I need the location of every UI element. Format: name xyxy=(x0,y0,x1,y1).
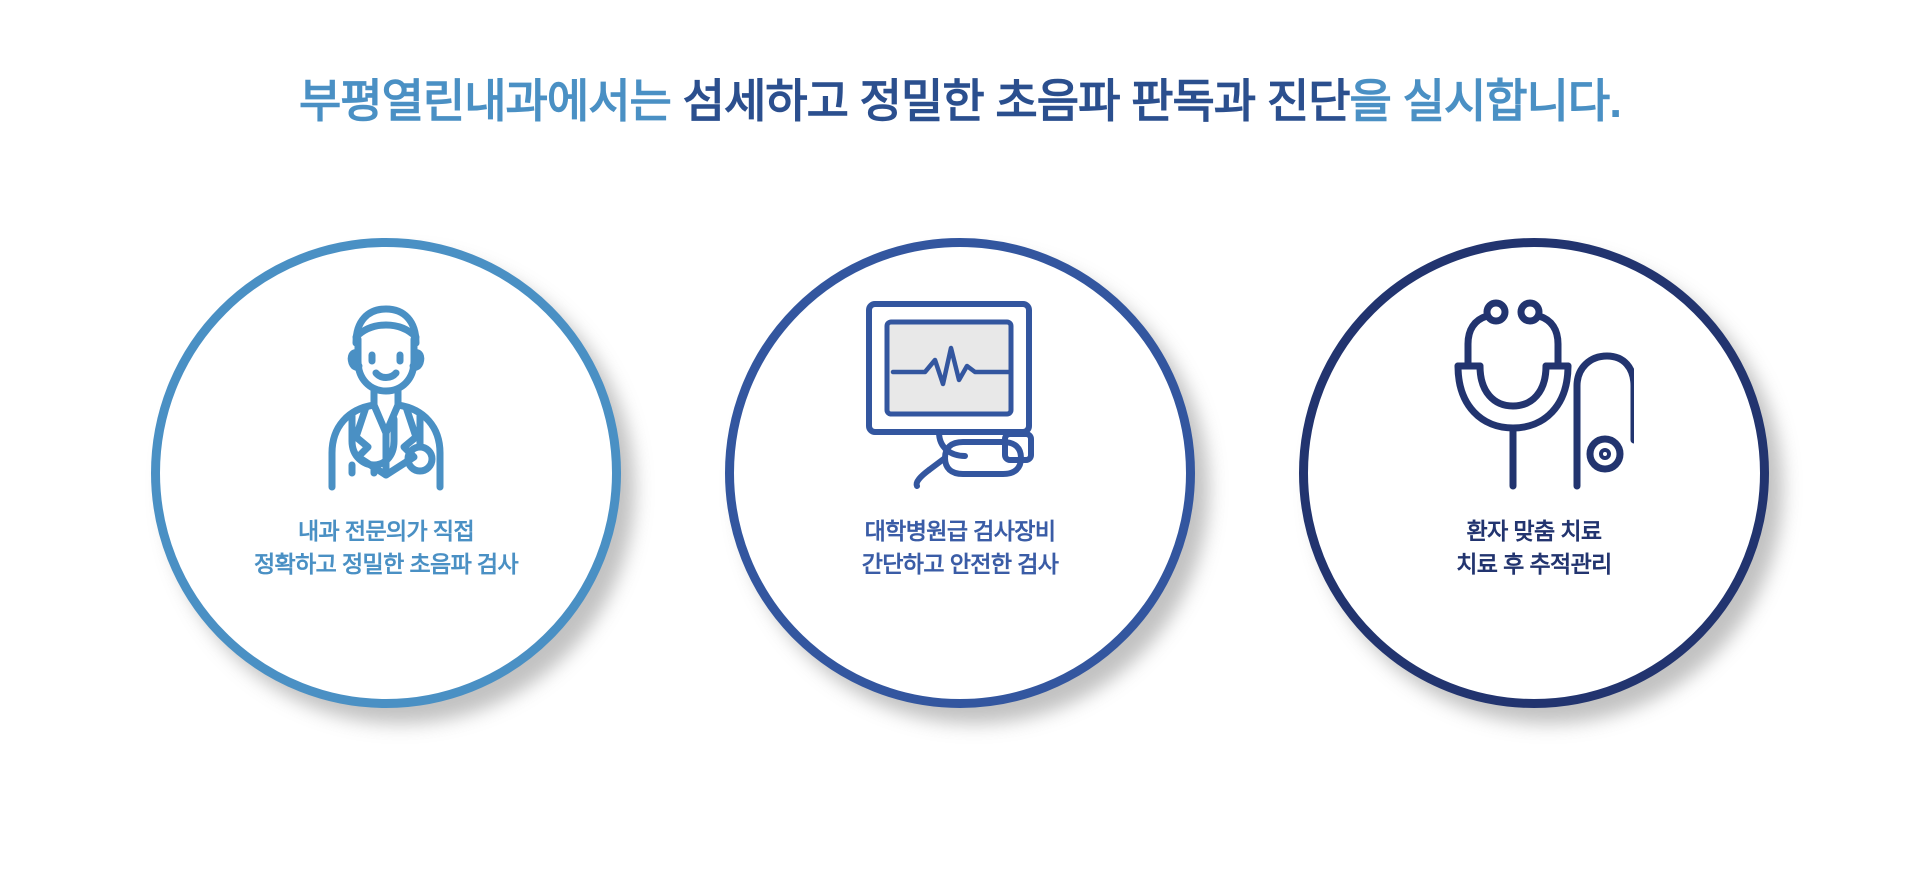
caption-line-1: 내과 전문의가 직접 xyxy=(297,518,475,544)
headline-segment-3: 을 실시합니다. xyxy=(1349,74,1622,127)
headline-segment-2: 섬세하고 정밀한 초음파 판독과 진단 xyxy=(682,74,1351,127)
headline-segment-1: 부평열린내과에서는 xyxy=(298,74,683,127)
feature-card-care[interactable]: 환자 맞춤 치료 치료 후 추적관리 xyxy=(1299,238,1769,708)
caption-line-2: 간단하고 안전한 검사 xyxy=(861,551,1059,578)
caption-line-2: 정확하고 정밀한 초음파 검사 xyxy=(253,551,519,578)
feature-caption-equipment: 대학병원급 검사장비 간단하고 안전한 검사 xyxy=(862,515,1059,582)
feature-caption-doctor: 내과 전문의가 직접 정확하고 정밀한 초음파 검사 xyxy=(253,515,519,582)
page-title: 부평열린내과에서는 섬세하고 정밀한 초음파 판독과 진단을 실시합니다. xyxy=(0,73,1920,131)
ultrasound-machine-icon xyxy=(855,273,1065,511)
caption-line-1: 환자 맞춤 치료 xyxy=(1466,518,1603,544)
stethoscope-icon xyxy=(1434,273,1634,511)
doctor-with-stethoscope-icon xyxy=(286,273,486,511)
feature-card-equipment[interactable]: 대학병원급 검사장비 간단하고 안전한 검사 xyxy=(725,238,1195,708)
feature-caption-care: 환자 맞춤 치료 치료 후 추적관리 xyxy=(1456,515,1612,582)
caption-line-1: 대학병원급 검사장비 xyxy=(864,518,1056,544)
feature-circle-row: 내과 전문의가 직접 정확하고 정밀한 초음파 검사 xyxy=(0,238,1920,758)
caption-line-2: 치료 후 추적관리 xyxy=(1456,551,1612,578)
feature-card-doctor[interactable]: 내과 전문의가 직접 정확하고 정밀한 초음파 검사 xyxy=(151,238,621,708)
